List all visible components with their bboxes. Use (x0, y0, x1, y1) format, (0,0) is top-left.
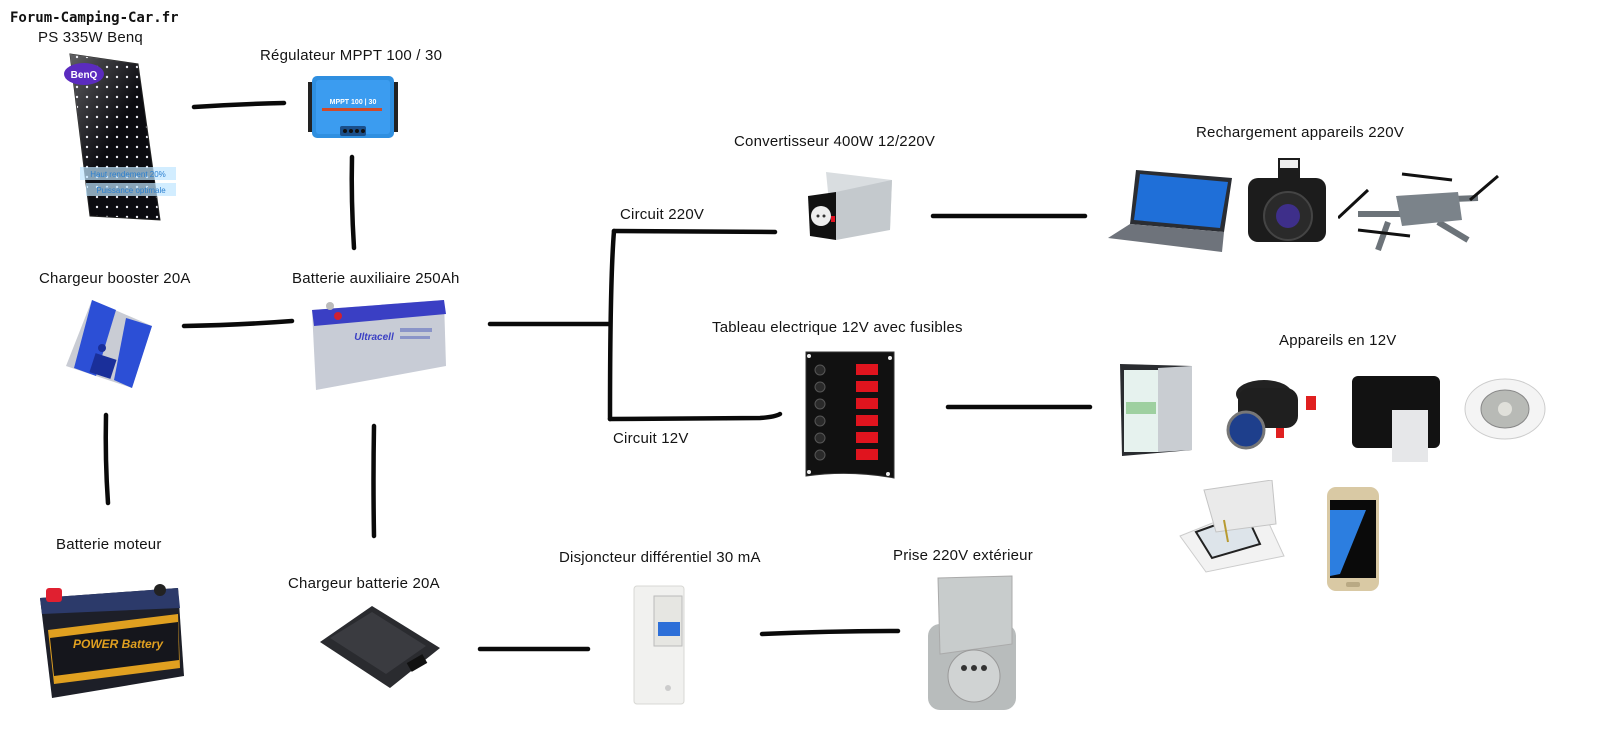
solar-panel-label: PS 335W Benq (38, 29, 143, 46)
wire-mppt-battery (349, 154, 357, 251)
wire-battery-charger (371, 423, 377, 539)
fuse-holder (814, 432, 826, 444)
wire-junction-trunk (607, 228, 617, 422)
engine-battery-label: Batterie moteur (56, 536, 162, 553)
solar-panel-icon: BenQ Haut rendement 20% Puissance optima… (62, 52, 184, 227)
mppt-regulator-icon: MPPT 100 | 30 (308, 76, 398, 147)
fuse-holder (814, 364, 826, 376)
rocker-switch (856, 398, 878, 409)
fuse-holder (814, 449, 826, 461)
mppt-model-text: MPPT 100 | 30 (330, 99, 377, 106)
booster-charger-icon (62, 296, 158, 397)
smartphone-icon (1326, 486, 1380, 597)
rcd-label: Disjoncteur différentiel 30 mA (559, 549, 761, 566)
battery-charger-label: Chargeur batterie 20A (288, 575, 440, 592)
laptop-icon (1106, 168, 1236, 263)
power-battery-logo: POWER Battery (73, 637, 164, 651)
benq-logo: BenQ (71, 70, 98, 81)
inverter-icon (806, 170, 894, 249)
wire-circuit-12 (607, 411, 783, 422)
circuit-12-label: Circuit 12V (613, 430, 689, 447)
drone-icon (1336, 170, 1500, 265)
ultracell-logo: Ultracell (354, 332, 394, 343)
mppt-label: Régulateur MPPT 100 / 30 (260, 47, 443, 64)
aux-battery-icon: Ultracell (304, 296, 454, 399)
water-pump-icon (1218, 370, 1334, 467)
fuse-holder (814, 381, 826, 393)
watermark: Forum-Camping-Car.fr (10, 10, 179, 26)
circuit-220-label: Circuit 220V (620, 206, 705, 223)
rocker-switch (856, 449, 878, 460)
wire-solar-mppt (191, 100, 287, 110)
fuse-holder (814, 398, 826, 410)
fuse-panel-icon (804, 350, 896, 487)
wire-booster-battery (181, 318, 295, 329)
devices-12-label: Appareils en 12V (1279, 332, 1397, 349)
solar-tagline-2: Puissance optimale (96, 186, 166, 195)
fridge-icon (1112, 362, 1196, 463)
booster-label: Chargeur booster 20A (39, 270, 191, 287)
roof-vent-icon (1176, 479, 1286, 579)
heater-icon (1350, 372, 1442, 473)
battery-charger-icon (316, 602, 446, 699)
wire-circuit-220 (611, 228, 778, 235)
devices-220-label: Rechargement appareils 220V (1196, 124, 1405, 141)
engine-battery-icon: POWER Battery (38, 580, 188, 705)
spotlight-icon (1462, 376, 1548, 447)
outlet-label: Prise 220V extérieur (893, 547, 1033, 564)
rocker-switch (856, 364, 878, 375)
rocker-switch (856, 381, 878, 392)
panel-12v-label: Tableau electrique 12V avec fusibles (712, 319, 963, 336)
solar-tagline-1: Haut rendement 20% (90, 170, 166, 179)
aux-battery-label: Batterie auxiliaire 250Ah (292, 270, 460, 287)
camera-icon (1246, 156, 1328, 253)
rcd-breaker-icon (632, 584, 688, 711)
rocker-switch (856, 415, 878, 426)
wire-rcd-outlet (759, 628, 901, 637)
fuse-holder (814, 415, 826, 427)
exterior-outlet-icon (916, 574, 1026, 719)
switch-rows (814, 364, 878, 461)
wire-booster-engine (103, 412, 111, 506)
inverter-label: Convertisseur 400W 12/220V (734, 133, 936, 150)
rocker-switch (856, 432, 878, 443)
